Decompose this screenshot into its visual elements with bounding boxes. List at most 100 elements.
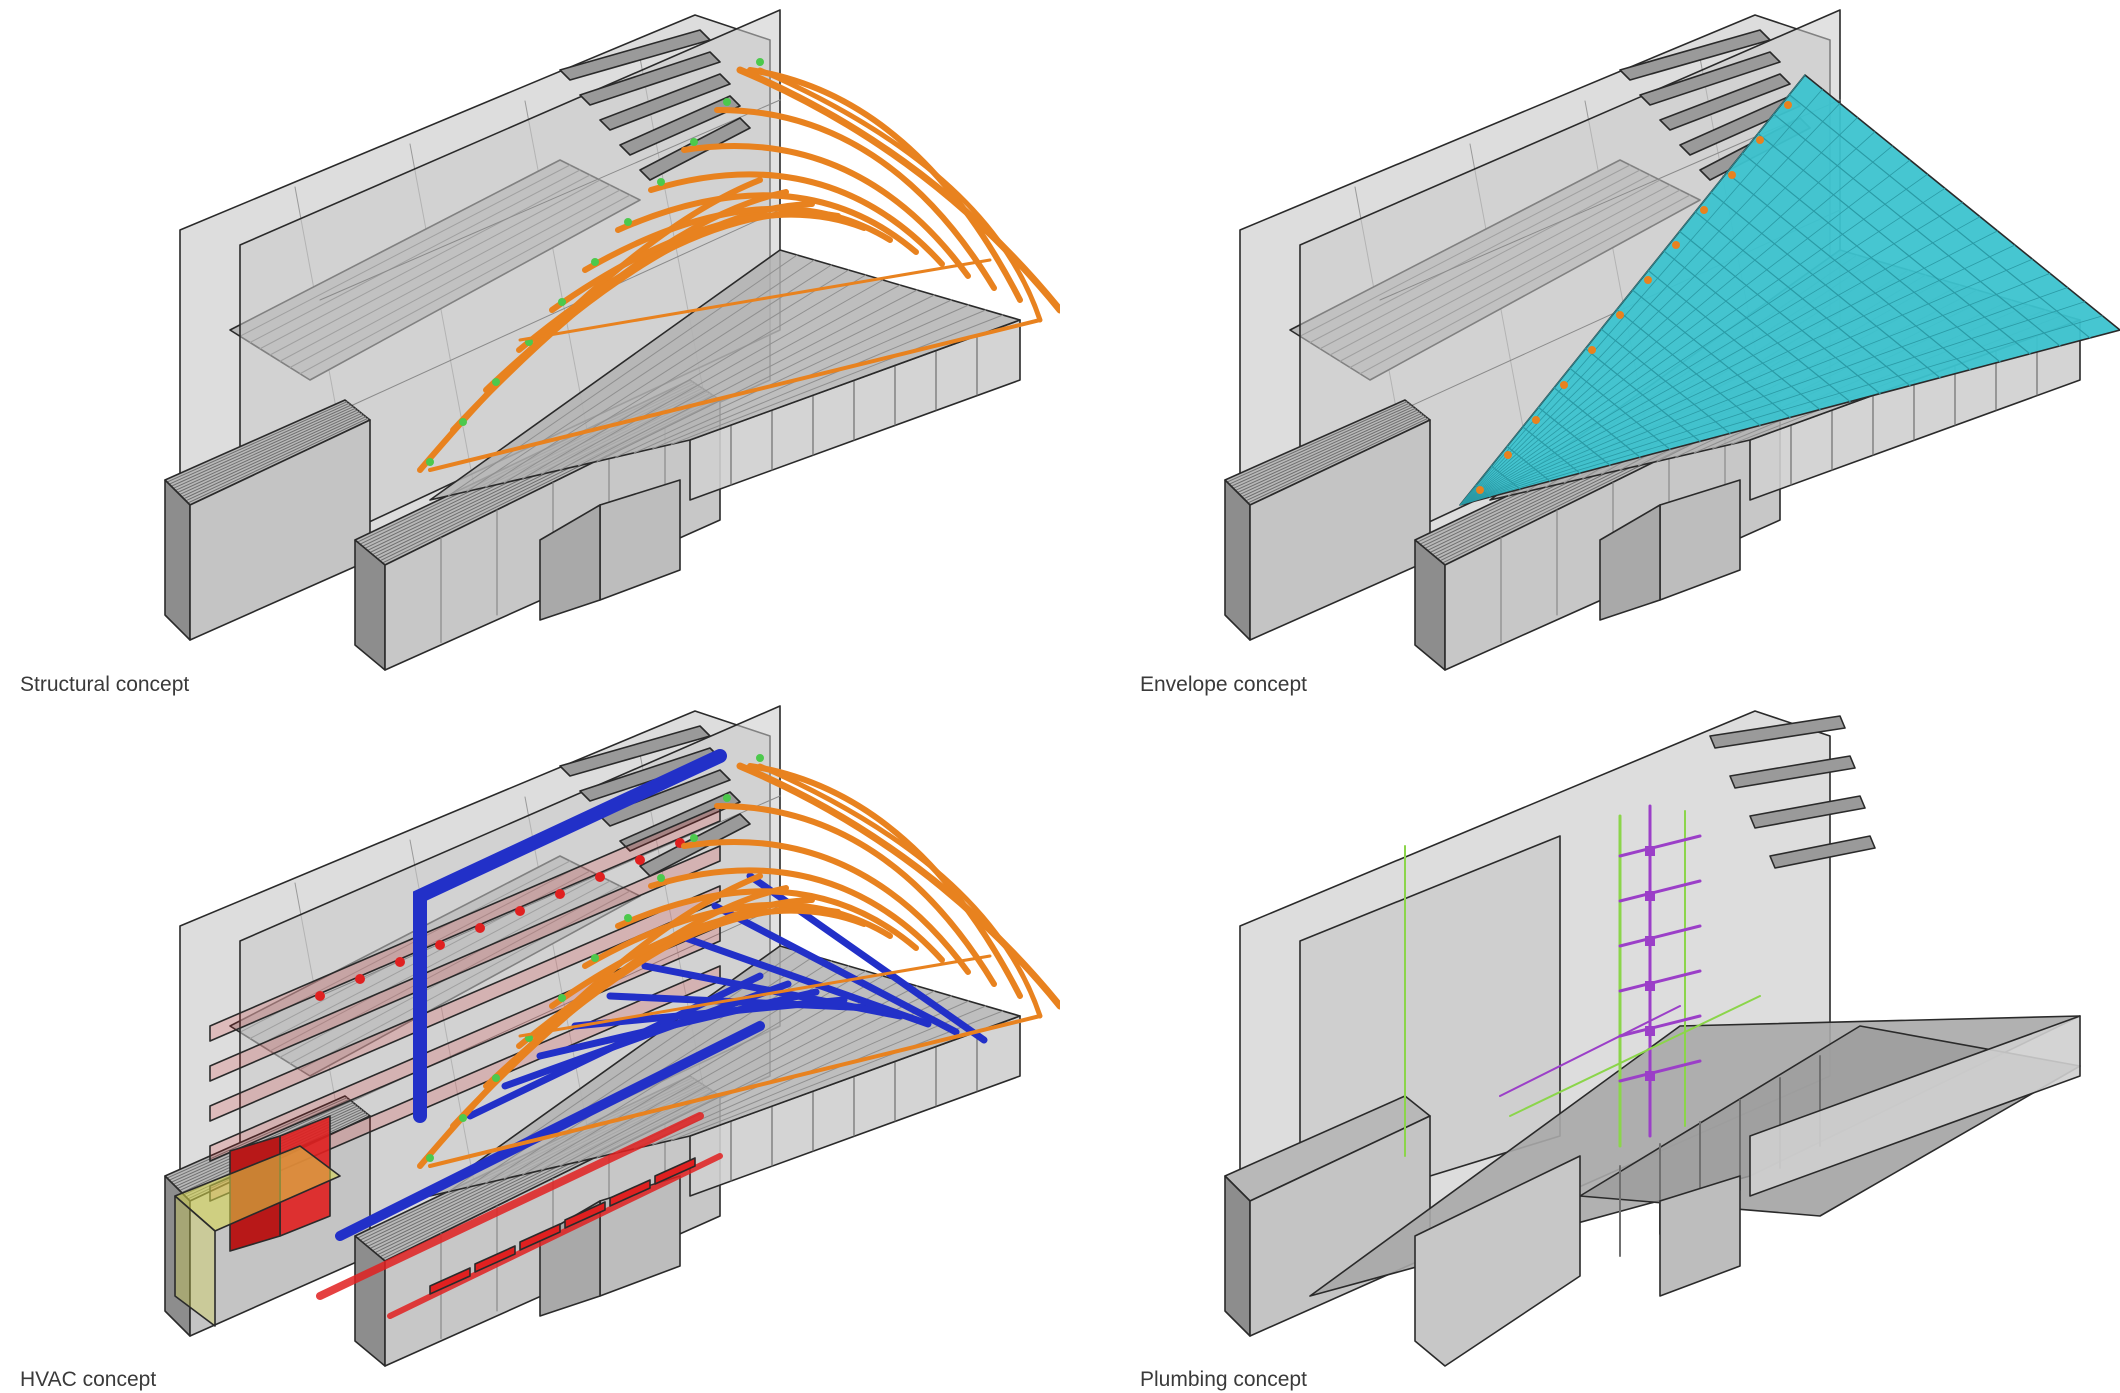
envelope-concept-drawing — [1224, 9, 2120, 671]
right-block-front — [1749, 1015, 2081, 1197]
mid-purlin — [518, 954, 992, 1038]
envelope-support-node — [1616, 311, 1624, 319]
roof-stripe — [166, 401, 348, 483]
plumbing-branch-purple — [1618, 969, 1702, 993]
envelope-panel-seam — [1459, 187, 1946, 506]
roof-stripe — [1247, 417, 1429, 504]
left-block-side — [1224, 1175, 1251, 1337]
floor-grille — [654, 1157, 696, 1185]
rib-connector-node — [492, 378, 500, 386]
rib-connector-node — [558, 298, 566, 306]
ridge-purlin — [428, 1014, 1042, 1168]
roof-stripe — [181, 412, 363, 498]
plumbing-branch-purple — [1618, 879, 1702, 903]
entry-block — [1659, 1175, 1741, 1297]
supply-branch-duct — [606, 992, 876, 1012]
envelope-panel-seam — [1459, 131, 1876, 506]
plumbing-fixture — [1645, 936, 1655, 946]
envelope-panel-seam — [1459, 301, 2086, 506]
envelope-support-node — [1756, 136, 1764, 144]
floor-grille — [564, 1201, 606, 1229]
structural-rib — [582, 901, 893, 969]
roof-stripe — [183, 414, 365, 500]
envelope-support-node — [1728, 171, 1736, 179]
envelope-concept-caption: Envelope concept — [1140, 673, 1307, 696]
structural-rib — [615, 192, 919, 255]
diffuser-red — [315, 991, 325, 1001]
return-air-duct — [209, 885, 721, 1122]
diffuser-red — [355, 974, 365, 984]
structural-rib — [681, 142, 971, 279]
upper-terrace-slat — [1639, 51, 1781, 106]
envelope-support-node — [1560, 381, 1568, 389]
sloped-roof-stripe — [596, 990, 935, 1158]
edge-arch-beam — [736, 66, 1060, 314]
slab-floor-line — [319, 99, 781, 301]
plumbing-branch-purple — [1618, 1059, 1702, 1083]
rib-connector-node — [426, 1154, 434, 1162]
rib-connector-node — [624, 914, 632, 922]
envelope-panel-seam — [1459, 173, 1928, 506]
supply-main-duct — [335, 1021, 765, 1241]
sloped-roof-stripe — [448, 254, 798, 497]
structural-rib — [615, 888, 919, 951]
sloped-roof-stripe — [559, 980, 901, 1167]
sloped-roof-stripe — [578, 985, 918, 1163]
supply-branch-duct — [641, 962, 904, 1020]
sloped-roof-stripe — [578, 289, 918, 467]
structural-concept-caption: Structural concept — [20, 673, 190, 696]
plumbing-fixture — [1645, 981, 1655, 991]
rib-connector-node — [756, 754, 764, 762]
rib-connector-node — [723, 98, 731, 106]
envelope-panel-seam — [1459, 74, 1806, 506]
upper-terrace-slat — [619, 95, 741, 156]
sloped-roof-stripe — [652, 1005, 987, 1146]
envelope-panel-seam — [1459, 287, 2068, 506]
upper-terrace-slat — [579, 51, 721, 106]
envelope-panel-seam — [1459, 202, 1963, 506]
supply-air-riser — [413, 749, 727, 1123]
roof-stripe — [177, 409, 358, 493]
rib-connector-node — [591, 954, 599, 962]
left-block-side — [164, 479, 191, 641]
roof-stripe — [1237, 409, 1418, 493]
diffuser-red — [555, 889, 565, 899]
upper-terrace-slat — [599, 73, 731, 131]
envelope-panel-seam — [1459, 216, 1981, 506]
structural-concept-drawing — [164, 9, 1060, 671]
ridge-purlin — [428, 318, 1042, 472]
rib-connector-node — [558, 994, 566, 1002]
rib-connector-node — [459, 1114, 467, 1122]
roof-stripe — [174, 407, 356, 491]
mechanical-room-zone — [174, 1195, 216, 1327]
left-block-side — [1224, 479, 1251, 641]
plumbing-fixture — [1645, 846, 1655, 856]
envelope-support-node — [1504, 451, 1512, 459]
edge-arch-beam — [757, 67, 1043, 323]
rib-connector-node — [690, 138, 698, 146]
sloped-roof-stripe — [522, 274, 867, 480]
return-floor-duct — [387, 1153, 723, 1319]
structural-concept-panel — [0, 0, 1060, 696]
plumbing-concept-caption: Plumbing concept — [1140, 1368, 1307, 1391]
rib-connector-node — [492, 1074, 500, 1082]
envelope-support-node — [1644, 276, 1652, 284]
roof-stripe — [1226, 401, 1408, 483]
roof-stripe — [185, 416, 367, 502]
plumbing-branch-purple — [1618, 924, 1702, 948]
return-air-duct — [209, 845, 721, 1082]
edge-arch-beam — [757, 763, 1043, 1019]
structural-rib — [549, 211, 867, 313]
envelope-panel-seam — [1459, 88, 1823, 506]
roof-stripe — [1245, 416, 1427, 502]
diffuser-red — [475, 923, 485, 933]
envelope-panel-seam — [1459, 258, 2033, 506]
envelope-panel-seam — [1459, 117, 1858, 506]
edge-arch-beam — [736, 762, 1060, 1010]
floor-grille — [429, 1267, 471, 1295]
floating-beam — [1749, 795, 1866, 829]
upper-terrace-slat — [559, 725, 711, 777]
mid-purlin — [518, 258, 992, 342]
roof-stripe — [1239, 411, 1421, 496]
plumbing-branch-purple — [1618, 1014, 1702, 1038]
